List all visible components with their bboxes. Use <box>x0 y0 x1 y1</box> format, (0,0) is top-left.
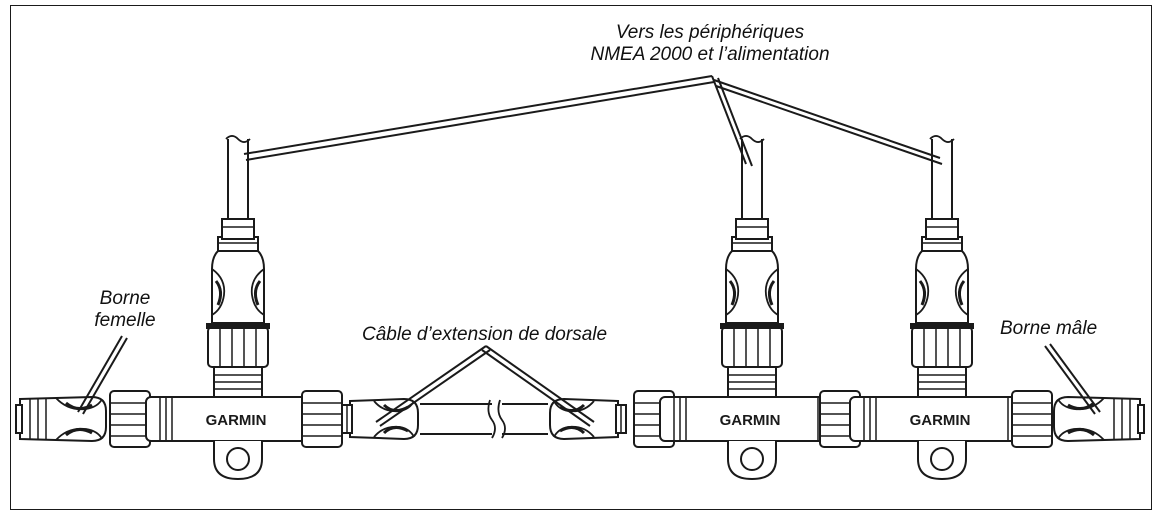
female-terminator <box>15 395 107 443</box>
label-female-terminator: Borne femelle <box>80 288 170 332</box>
backbone-extension-cable <box>420 399 548 439</box>
label-to-devices-line2: NMEA 2000 et l’alimentation <box>590 44 830 65</box>
label-female-line2: femelle <box>94 310 156 331</box>
diagram-frame <box>10 5 1152 510</box>
label-male-terminator: Borne mâle <box>1000 318 1098 339</box>
brand-logo: GARMIN <box>720 412 781 429</box>
backbone-nut-right <box>1011 390 1053 448</box>
brand-logo: GARMIN <box>206 412 267 429</box>
label-backbone-extension: Câble d’extension de dorsale <box>362 324 608 345</box>
backbone-nut <box>301 390 343 448</box>
backbone-nut-left <box>109 390 151 448</box>
label-female-line1: Borne <box>99 288 151 309</box>
label-to-devices: Vers les périphériques NMEA 2000 et l’al… <box>560 22 860 66</box>
leader-lines <box>77 75 1101 427</box>
male-terminator <box>1053 395 1145 443</box>
label-to-devices-line1: Vers les périphériques <box>615 22 805 43</box>
brand-logo: GARMIN <box>910 412 971 429</box>
